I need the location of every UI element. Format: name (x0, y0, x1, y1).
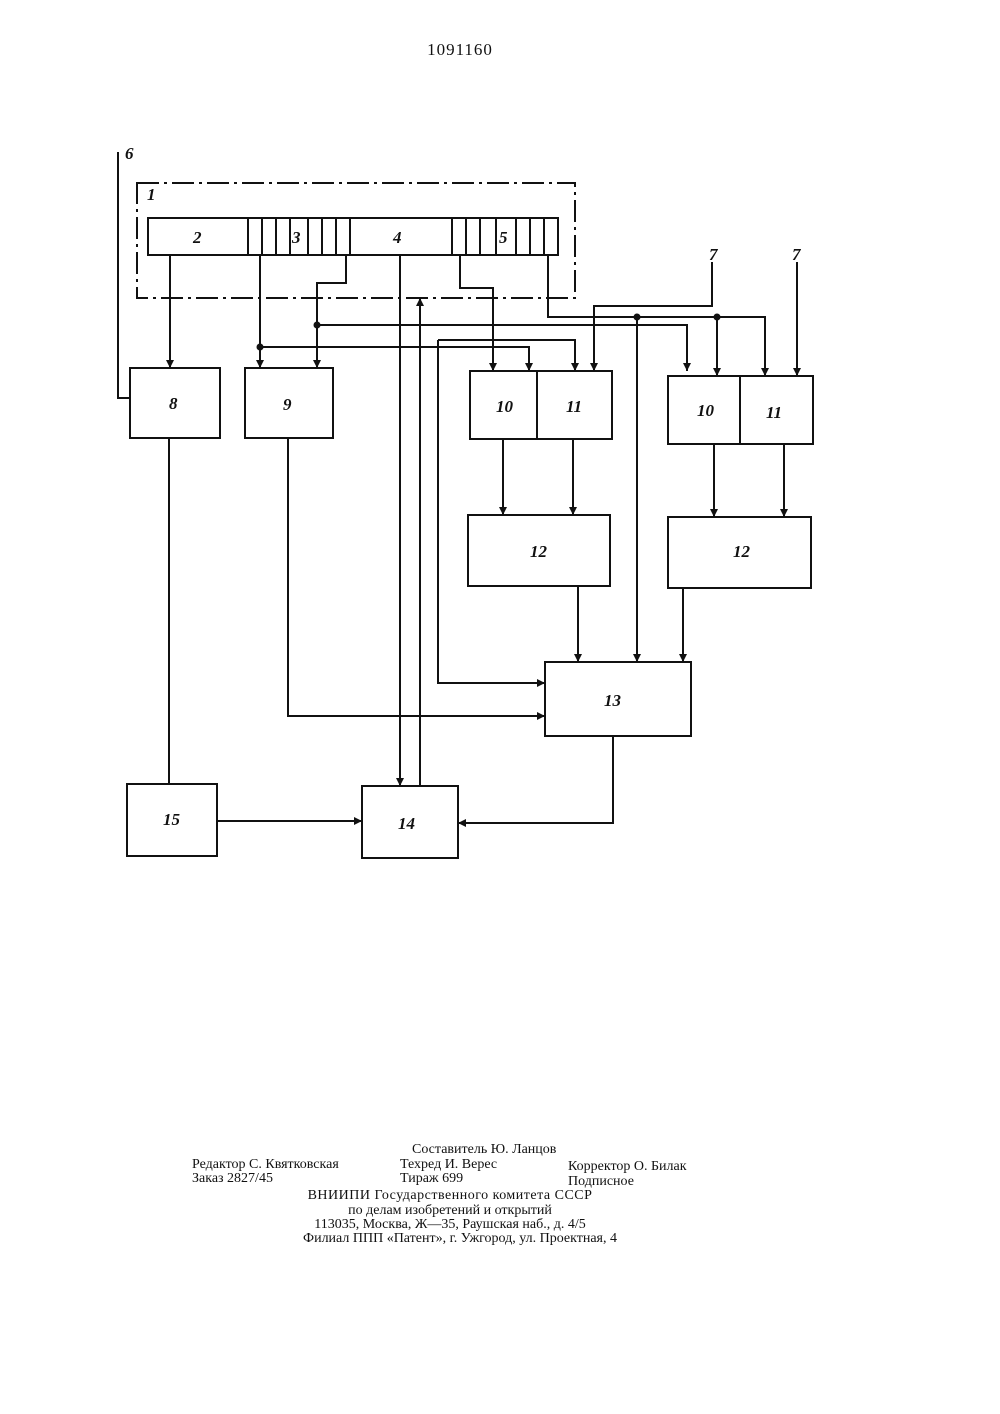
label-3: 3 (291, 228, 301, 247)
label-12-right: 12 (733, 542, 751, 561)
label-1: 1 (147, 185, 156, 204)
label-7-right: 7 (792, 245, 802, 264)
imprint-order: Заказ 2827/45 (192, 1171, 273, 1187)
label-5: 5 (499, 228, 508, 247)
label-10-right: 10 (697, 401, 715, 420)
block-diagram: 1 2 3 4 5 6 7 7 8 9 10 11 10 11 12 12 13… (0, 0, 1000, 900)
label-11-right: 11 (766, 403, 782, 422)
label-13: 13 (604, 691, 622, 710)
label-4: 4 (392, 228, 402, 247)
imprint-branch: Филиал ППП «Патент», г. Ужгород, ул. Про… (200, 1231, 720, 1247)
label-7-left: 7 (709, 245, 719, 264)
label-12-left: 12 (530, 542, 548, 561)
imprint-org-line1: ВНИИПИ Государственного комитета СССР (180, 1188, 720, 1204)
label-10-left: 10 (496, 397, 514, 416)
label-9: 9 (283, 395, 292, 414)
label-11-left: 11 (566, 397, 582, 416)
imprint-circulation: Тираж 699 (400, 1171, 463, 1187)
outer-block-1 (137, 183, 575, 298)
imprint-compiler: Составитель Ю. Ланцов (412, 1142, 556, 1158)
block-10-11-left (470, 371, 612, 439)
label-2: 2 (192, 228, 202, 247)
label-6: 6 (125, 144, 134, 163)
label-15: 15 (163, 810, 181, 829)
label-14: 14 (398, 814, 415, 833)
label-8: 8 (169, 394, 178, 413)
imprint-corrector: Корректор О. Билак (568, 1159, 687, 1175)
